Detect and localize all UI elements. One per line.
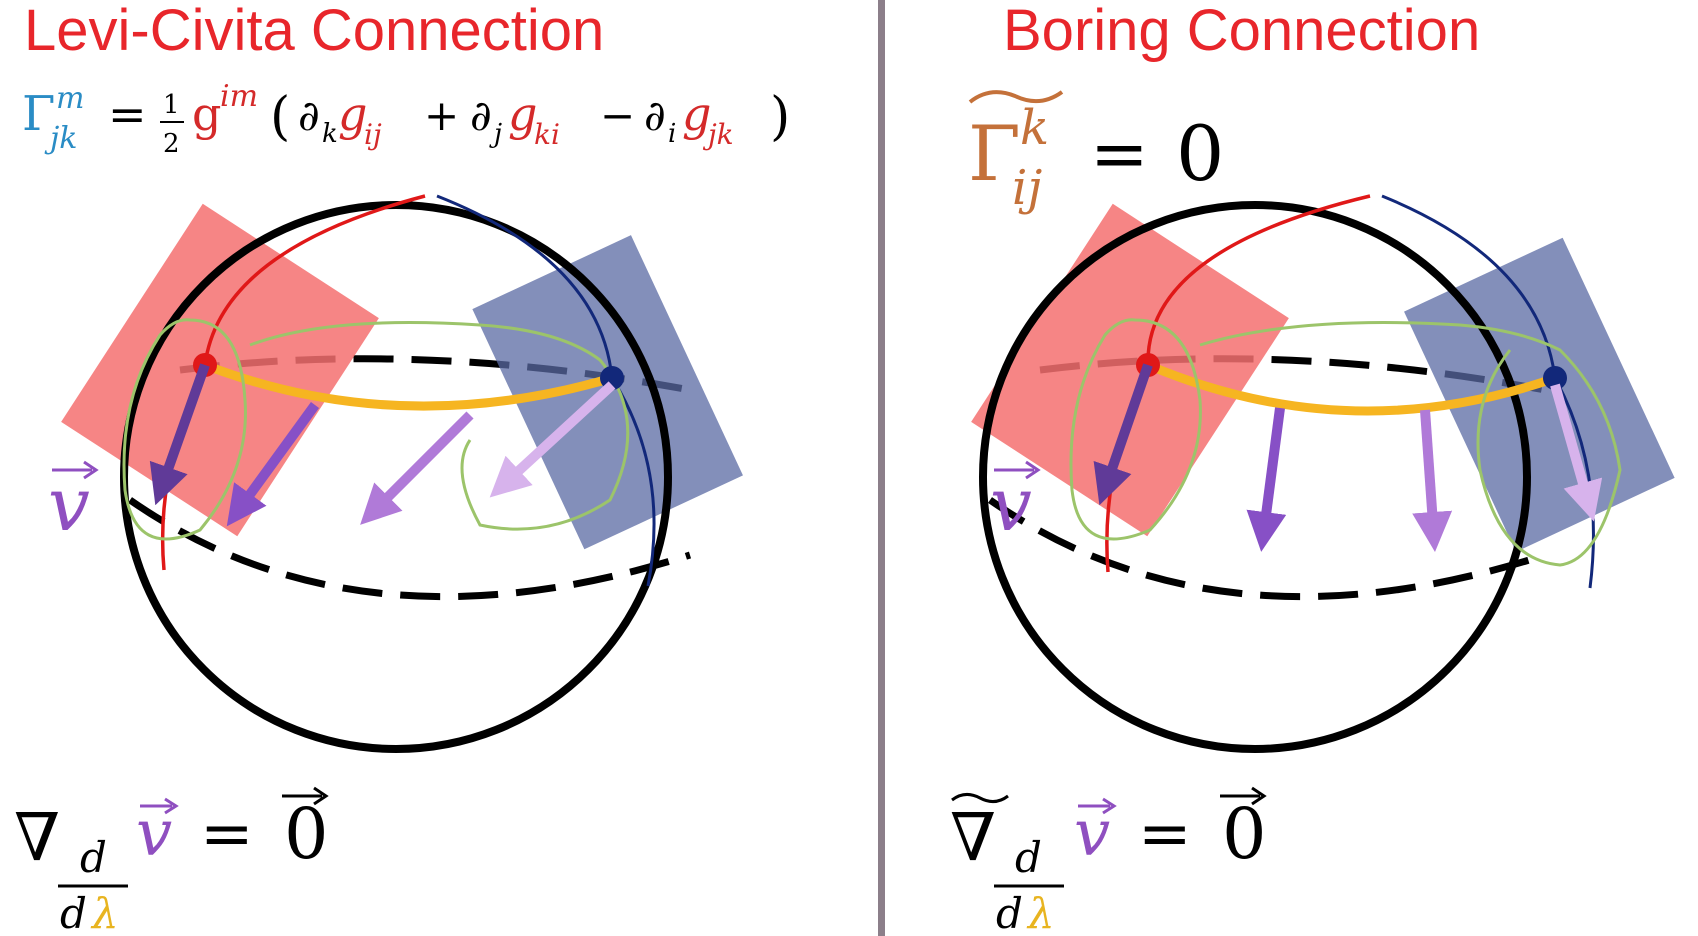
levi-civita-formula: Γ m jk = 1 2 g im ( ∂ k g ij + ∂ j g ki … [22, 79, 790, 159]
nabla-symbol: ∇ [14, 799, 60, 876]
nabla-zero: 0 [284, 793, 329, 875]
metric-3: g [682, 87, 711, 141]
partial-1-sub: k [322, 119, 338, 149]
partial-2: ∂ [470, 91, 492, 140]
minus-sign: − [600, 91, 635, 140]
close-paren: ) [770, 87, 790, 147]
partial-3-sub: i [668, 119, 676, 149]
nabla-v-letter: v [136, 797, 172, 871]
sphere-outline-right [979, 201, 1531, 753]
vector-arrow-start [149, 363, 210, 506]
vector-arrow-third [360, 411, 474, 525]
right-sphere-scene [971, 194, 1675, 753]
equals-sign: = [108, 87, 147, 141]
right-vector-label: v [990, 460, 1041, 548]
right-panel-title: Boring Connection [1003, 0, 1480, 63]
nabla-sub-denominator-d: d [60, 889, 87, 936]
open-paren: ( [270, 87, 290, 147]
partial-1: ∂ [298, 91, 320, 140]
gamma-superscript: m [56, 81, 84, 116]
nabla-tilde-v-letter: v [1074, 797, 1110, 871]
vector-arrow-second [226, 402, 320, 527]
left-panel-title: Levi-Civita Connection [24, 0, 604, 63]
nabla-tilde-sub-denominator-lambda: λ [1026, 889, 1055, 936]
gamma-tilde-superscript: k [1020, 100, 1049, 156]
vector-arrow-end-right [1550, 383, 1603, 522]
nabla-equals: = [200, 797, 254, 871]
transport-path-right [1143, 360, 1560, 416]
metric-2: g [508, 87, 537, 141]
nabla-tilde-equals: = [1138, 797, 1192, 871]
nabla-tilde-v-arrow-head [1102, 797, 1117, 815]
nabla-sub-denominator-lambda: λ [90, 889, 119, 936]
panel-divider [878, 0, 885, 936]
nabla-tilde-zero: 0 [1222, 793, 1267, 875]
vector-v-letter-right: v [990, 462, 1032, 548]
left-sphere-scene [61, 194, 743, 753]
vector-v-arrow-head-right [1025, 460, 1041, 480]
tilde-over-nabla [951, 793, 1009, 803]
front-latitude-dashed [128, 497, 692, 601]
boring-equals: = [1090, 113, 1149, 195]
vector-arrow-start-right [1093, 363, 1153, 506]
left-vector-label: v [48, 460, 99, 548]
inverse-metric-superscript: im [220, 79, 258, 114]
tilde-over-gamma [968, 90, 1064, 104]
front-latitude-dashed-right [988, 497, 1547, 601]
gamma-subscript: jk [44, 121, 77, 156]
boring-connection-formula: Γ k ij = 0 [968, 90, 1224, 216]
green-outline-end [249, 321, 630, 531]
nabla-tilde-sub-denominator-d: d [996, 889, 1023, 936]
gamma-symbol: Γ [22, 86, 55, 142]
boring-zero: 0 [1176, 109, 1224, 198]
vector-v-letter: v [48, 462, 90, 548]
vector-arrow-second-right [1246, 407, 1287, 552]
nabla-tilde-sub-numerator: d [1015, 833, 1042, 882]
right-covariant-derivative-equation: ∇ d d λ v = 0 [950, 786, 1267, 936]
partial-3: ∂ [644, 91, 666, 140]
metric-1: g [338, 87, 367, 141]
metric-3-sub: jk [702, 118, 734, 151]
left-covariant-derivative-equation: ∇ d d λ v = 0 [14, 786, 329, 936]
gamma-symbol-tilde: Γ [968, 109, 1021, 198]
nabla-v-arrow-head [164, 797, 179, 815]
right-panel: Boring Connection Γ k ij = 0 [950, 0, 1675, 936]
red-tangent-plane-right [971, 203, 1289, 537]
gamma-tilde-subscript: ij [1012, 160, 1042, 216]
nabla-sub-numerator: d [80, 833, 107, 882]
inverse-metric: g [192, 87, 221, 141]
fraction-numerator: 1 [163, 90, 180, 120]
green-outline-start-right [1069, 318, 1202, 541]
left-panel: Levi-Civita Connection Γ m jk = 1 2 g im… [14, 0, 790, 936]
metric-2-sub: ki [534, 118, 560, 151]
vector-v-arrow-head [83, 460, 99, 480]
fraction-denominator: 2 [163, 129, 180, 159]
plus-sign: + [424, 91, 459, 140]
nabla-zero-arrow-head [313, 786, 329, 806]
blue-end-point-right [1543, 366, 1567, 390]
nabla-tilde-symbol: ∇ [950, 799, 996, 876]
green-outline-end-right [1199, 321, 1622, 567]
vector-arrow-end [489, 381, 616, 498]
metric-1-sub: ij [364, 118, 382, 151]
nabla-tilde-zero-arrow-head [1251, 786, 1267, 806]
transport-path [200, 360, 617, 411]
vector-arrow-third-right [1412, 409, 1453, 552]
green-outline-start [122, 318, 247, 541]
